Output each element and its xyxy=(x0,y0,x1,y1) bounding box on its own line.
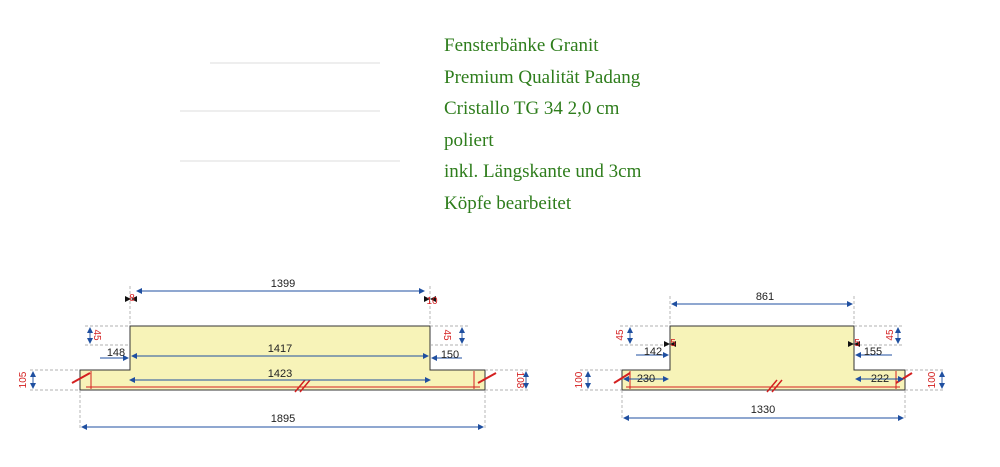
faint-artifact xyxy=(210,62,380,64)
label-depth-top-right: 45 xyxy=(885,329,896,341)
label-depth-side-right: 108 xyxy=(514,372,525,389)
offset-marker-right xyxy=(848,341,860,347)
offset-marker-left xyxy=(664,341,676,347)
faint-artifact xyxy=(180,160,400,162)
label-depth-side-left: 105 xyxy=(18,371,29,388)
label-step-right: 155 xyxy=(864,346,882,358)
label-depth-top-right: 45 xyxy=(441,329,452,341)
label-step-left: 142 xyxy=(644,346,662,358)
cut-mark xyxy=(71,372,91,384)
faint-artifact xyxy=(180,110,380,112)
description-line: Fensterbänke Granit xyxy=(444,35,599,56)
label-depth-side-left: 100 xyxy=(574,371,585,388)
sill-right-outline xyxy=(621,325,906,391)
label-offset-right: 5 xyxy=(854,338,860,349)
label-step-left: 148 xyxy=(107,347,125,359)
label-mid-width: 1417 xyxy=(268,343,292,355)
offset-marker-left xyxy=(125,296,137,302)
description-line: Köpfe bearbeitet xyxy=(444,192,572,214)
description-line: Premium Qualität Padang xyxy=(444,66,641,88)
label-offset-left: 5 xyxy=(670,338,676,349)
sill-right: 861 45 45 142 155 5 5 230 222 100 100 13… xyxy=(574,291,945,421)
label-top-width: 861 xyxy=(756,291,774,303)
cut-mark xyxy=(613,372,631,384)
label-offset-left: 8 xyxy=(129,293,135,304)
label-depth-top-left: 45 xyxy=(615,329,626,341)
description-text-block: Fensterbänke Granit Premium Qualität Pad… xyxy=(444,30,641,219)
label-overall-width: 1330 xyxy=(751,404,775,416)
label-ear-right: 222 xyxy=(871,373,889,385)
label-inner-width: 1423 xyxy=(268,368,292,380)
label-ear-left: 230 xyxy=(637,373,655,385)
label-step-right: 150 xyxy=(441,349,459,361)
description-line: inkl. Längskante und 3cm xyxy=(444,161,642,182)
sill-left: 1399 8 10 45 45 148 150 1417 1423 105 10… xyxy=(18,278,530,430)
offset-marker-right xyxy=(424,296,436,302)
label-top-width: 1399 xyxy=(271,278,295,290)
label-offset-right: 10 xyxy=(426,296,438,307)
label-overall-width: 1895 xyxy=(271,413,295,425)
label-depth-side-right: 100 xyxy=(927,371,938,388)
description-line: poliert xyxy=(444,129,494,151)
cut-mark xyxy=(477,372,497,384)
label-depth-top-left: 45 xyxy=(91,329,102,341)
break-mark xyxy=(766,379,778,393)
description-line: Cristallo TG 34 2,0 cm xyxy=(444,98,620,119)
break-mark xyxy=(771,379,783,393)
